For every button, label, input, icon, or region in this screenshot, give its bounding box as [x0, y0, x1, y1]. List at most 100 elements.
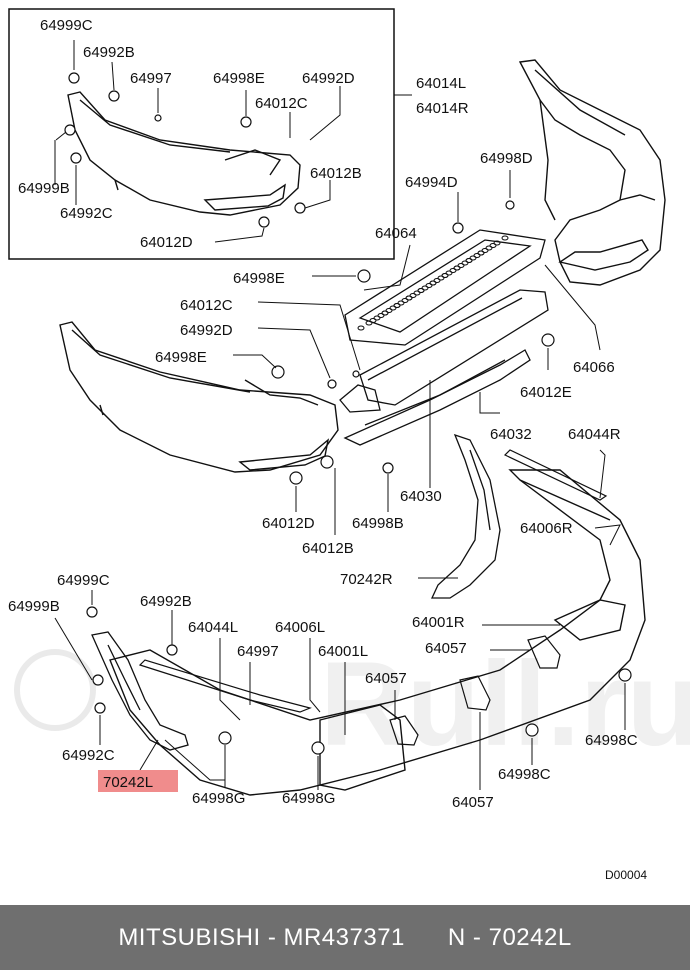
- plate-hole: [425, 283, 433, 288]
- label-64001r: 64001R: [412, 614, 465, 631]
- plate-hole: [489, 243, 497, 248]
- plate-hole: [369, 318, 377, 323]
- label-64998c-a: 64998C: [498, 766, 551, 783]
- label-64030: 64030: [400, 488, 442, 505]
- label-64998b: 64998B: [352, 515, 404, 532]
- label-64014r: 64014R: [416, 100, 469, 117]
- label-70242r: 70242R: [340, 571, 393, 588]
- plate-hole: [385, 308, 393, 313]
- plate-hole: [373, 315, 381, 321]
- plate-hole: [485, 245, 493, 251]
- label-64997-top: 64997: [130, 70, 172, 87]
- label-64057-b: 64057: [365, 670, 407, 687]
- label-64006l: 64006L: [275, 619, 325, 636]
- label-64999c-top: 64999C: [40, 17, 93, 34]
- inset-bumper-drawing: [67, 91, 301, 216]
- plate-hole: [357, 325, 365, 331]
- label-64001l: 64001L: [318, 643, 368, 660]
- plate-hole: [421, 285, 429, 291]
- plate-hole: [389, 305, 397, 311]
- plate-hole: [437, 275, 445, 281]
- label-64999b-top: 64999B: [18, 180, 70, 197]
- bracket-70242r-drawing: [430, 433, 501, 599]
- plate-hole: [365, 320, 373, 326]
- plate-hole: [481, 248, 489, 253]
- label-64992d-top: 64992D: [302, 70, 355, 87]
- label-64998g-a: 64998G: [192, 790, 245, 807]
- label-64044l: 64044L: [188, 619, 238, 636]
- label-64997-low: 64997: [237, 643, 279, 660]
- footer-sep-2: -: [465, 923, 489, 951]
- label-64014l: 64014L: [416, 75, 466, 92]
- plate-hole: [449, 268, 457, 273]
- label-64998e-top: 64998E: [213, 70, 265, 87]
- label-64992b-low: 64992B: [140, 593, 192, 610]
- label-64994d: 64994D: [405, 174, 458, 191]
- plate-hole: [393, 303, 401, 308]
- plate-hole: [401, 298, 409, 303]
- plate-hole: [473, 253, 481, 258]
- rear-bumper-right-drawing: [518, 59, 666, 286]
- plate-hole: [501, 235, 509, 241]
- label-70242l: 70242L: [103, 774, 153, 791]
- label-64999c-low: 64999C: [57, 572, 110, 589]
- label-64057-a: 64057: [425, 640, 467, 657]
- reinforcement-plate-drawing: [344, 229, 546, 346]
- bumper-beam-drawing: [339, 289, 549, 413]
- label-64012d-top: 64012D: [140, 234, 193, 251]
- label-64012d-mid: 64012D: [262, 515, 315, 532]
- plate-hole: [397, 300, 405, 306]
- rear-bumper-left-drawing: [59, 321, 339, 473]
- label-64999b-low: 64999B: [8, 598, 60, 615]
- plate-hole: [493, 240, 501, 246]
- label-64998c-b: 64998C: [585, 732, 638, 749]
- plate-hole: [469, 255, 477, 261]
- plate-hole: [465, 258, 473, 263]
- footer-bar: MITSUBISHI - MR437371 N - 70242L: [0, 905, 690, 970]
- label-64998d: 64998D: [480, 150, 533, 167]
- label-64992d-mid: 64992D: [180, 322, 233, 339]
- footer-gap: [405, 924, 448, 952]
- label-64012c-top: 64012C: [255, 95, 308, 112]
- label-64012b-top: 64012B: [310, 165, 362, 182]
- highlight-box: [98, 770, 178, 792]
- plate-hole: [445, 270, 453, 276]
- plate-hole: [381, 310, 389, 316]
- label-64012c-mid: 64012C: [180, 297, 233, 314]
- plate-hole: [417, 288, 425, 293]
- part-labels: 64999C 64992B 64997 64998E 64992D 64014L…: [8, 17, 647, 882]
- label-64998e-mid: 64998E: [233, 270, 285, 287]
- label-64992c-low: 64992C: [62, 747, 115, 764]
- label-64057-c: 64057: [452, 794, 494, 811]
- label-64006r: 64006R: [520, 520, 573, 537]
- parts-diagram: Rull.ru: [8, 8, 690, 882]
- footer-part-number: MR437371: [283, 923, 405, 951]
- label-64992c-top: 64992C: [60, 205, 113, 222]
- inset-box: [8, 8, 395, 260]
- plate-hole: [429, 280, 437, 286]
- energy-absorber-drawing: [343, 349, 531, 446]
- bracket-70242l-drawing: [91, 631, 189, 751]
- drawing-code: D00004: [605, 868, 647, 882]
- label-64998e-left: 64998E: [155, 349, 207, 366]
- footer-n-value: 70242L: [488, 923, 572, 951]
- label-64066: 64066: [573, 359, 615, 376]
- plate-hole: [433, 278, 441, 283]
- plate-hole: [441, 273, 449, 278]
- plate-hole: [461, 260, 469, 266]
- label-64064: 64064: [375, 225, 417, 242]
- plate-hole: [453, 265, 461, 271]
- fasteners: [64, 72, 632, 755]
- label-64998g-b: 64998G: [282, 790, 335, 807]
- footer-sep-1: -: [260, 923, 284, 951]
- brackets-64057-drawing: [389, 635, 561, 746]
- label-64032: 64032: [490, 426, 532, 443]
- plate-hole: [377, 313, 385, 318]
- plate-hole: [413, 290, 421, 296]
- label-64012e: 64012E: [520, 384, 572, 401]
- label-64044r: 64044R: [568, 426, 621, 443]
- plate-hole: [477, 250, 485, 256]
- plate-hole: [457, 263, 465, 268]
- leader-lines: [54, 40, 626, 790]
- watermark-text: Rull.ru: [320, 637, 690, 771]
